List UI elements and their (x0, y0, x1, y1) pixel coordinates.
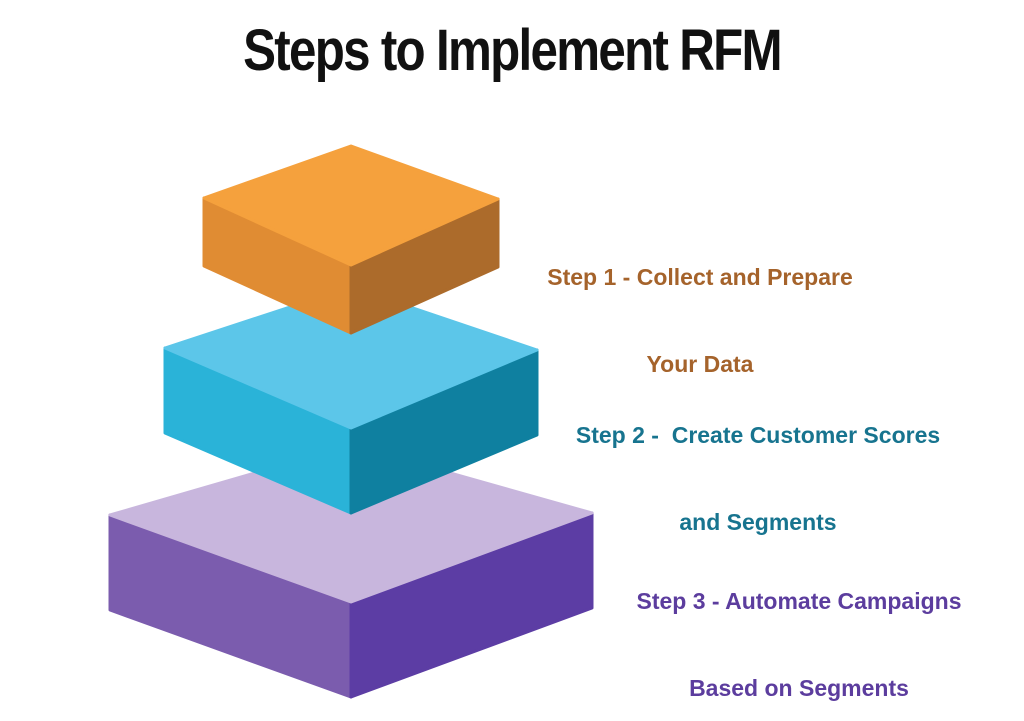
block-step2-top-face (163, 285, 539, 430)
step3-label-line2: Based on Segments (689, 675, 909, 701)
step2-label-line2: and Segments (679, 509, 837, 535)
block-step1-top-face (202, 144, 500, 267)
block-step1 (202, 144, 500, 335)
step3-label-line1: Step 3 - Automate Campaigns (636, 588, 962, 614)
step3-label: Step 3 - Automate Campaigns Based on Seg… (636, 529, 961, 721)
page-title: Steps to Implement RFM (243, 18, 783, 83)
block-step3-top-face (108, 443, 594, 604)
step1-label-line1: Step 1 - Collect and Prepare (547, 264, 853, 290)
step1-label: Step 1 - Collect and Prepare Your Data (547, 205, 852, 437)
block-step3 (108, 443, 594, 699)
step1-label-line2: Your Data (646, 351, 754, 377)
block-step2 (163, 285, 539, 515)
step2-label-line1: Step 2 - Create Customer Scores (575, 422, 941, 448)
step2-label: Step 2 - Create Customer Scores and Segm… (576, 363, 940, 595)
